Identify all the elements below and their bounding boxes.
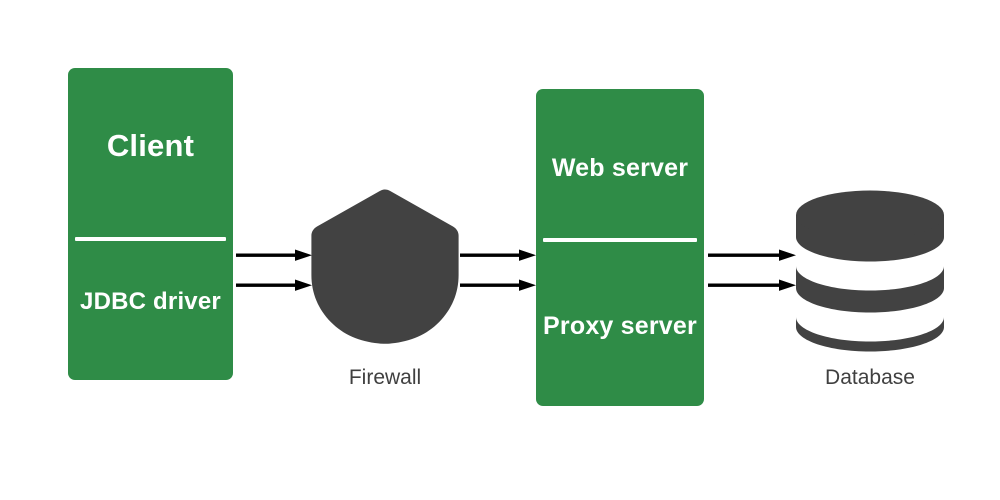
- node-server-box[interactable]: Web server Proxy server: [536, 89, 704, 406]
- firewall-caption: Firewall: [348, 366, 422, 389]
- node-client-bottom-half: JDBC driver: [68, 224, 233, 380]
- database-caption: Database: [825, 366, 915, 389]
- node-client-top-label: Client: [106, 127, 195, 163]
- node-client-divider: [75, 237, 226, 241]
- node-client-box[interactable]: Client JDBC driver: [68, 68, 233, 380]
- node-server-top-half: Web server: [536, 89, 704, 248]
- database-cylinder-icon: [795, 190, 945, 352]
- node-client-top-half: Client: [68, 68, 233, 224]
- node-client-bottom-label: JDBC driver: [80, 287, 221, 315]
- node-server-bottom-label: Proxy server: [543, 312, 697, 340]
- node-server-top-label: Web server: [551, 153, 689, 182]
- arrow-pair-firewall-to-server: [460, 243, 536, 293]
- node-server-bottom-half: Proxy server: [536, 248, 704, 407]
- arrow-pair-client-to-firewall: [236, 243, 312, 293]
- arrow-pair-server-to-database: [708, 243, 796, 293]
- firewall-shield-icon: [311, 189, 459, 344]
- node-server-divider: [543, 238, 697, 242]
